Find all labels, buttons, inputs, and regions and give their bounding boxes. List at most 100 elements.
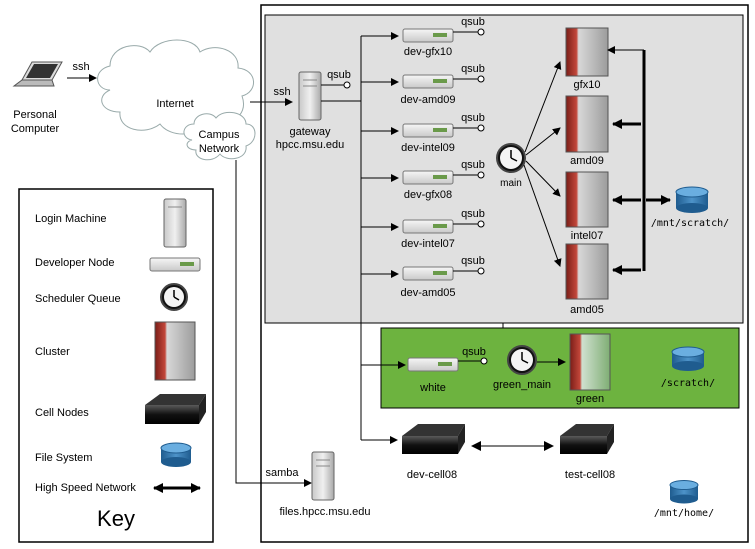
campus-label-2: Network: [199, 143, 240, 155]
cluster-intel07-label: intel07: [571, 230, 603, 242]
cluster-gfx10: gfx10: [565, 27, 609, 91]
cluster-icon: [565, 27, 609, 77]
key-label-cell-nodes: Cell Nodes: [35, 407, 89, 419]
dev-intel09-qsub-port: [477, 124, 485, 132]
dev-node-intel09: qsub dev-intel09: [401, 112, 485, 154]
key-cell-node-icon: [145, 394, 206, 424]
test-cell08-label: test-cell08: [565, 469, 615, 481]
developer-node-led: [433, 175, 447, 179]
personal-computer-label-1: Personal: [13, 109, 56, 121]
mnt-home-label: /mnt/home/: [654, 508, 714, 519]
dev-intel07-qsub-port: [477, 220, 485, 228]
dev-intel07-qsub-label: qsub: [461, 208, 485, 220]
developer-node-led: [433, 33, 447, 37]
internet-label: Internet: [156, 98, 193, 110]
gateway-host: hpcc.msu.edu: [276, 139, 344, 151]
dev-node-gfx08: qsub dev-gfx08: [402, 159, 485, 201]
ssh-personal-label: ssh: [72, 61, 89, 73]
dev-intel07-label: dev-intel07: [401, 238, 455, 250]
main-to-amd09: [525, 127, 561, 156]
developer-node-icon: [407, 357, 459, 372]
dev-gfx08-qsub-label: qsub: [461, 159, 485, 171]
developer-node-icon: [402, 219, 454, 234]
green-scratch-label: /scratch/: [661, 378, 715, 389]
key-title: Key: [97, 506, 135, 531]
cluster-gfx10-label: gfx10: [574, 79, 601, 91]
green-cluster: green: [569, 333, 611, 405]
key-label-scheduler-queue: Scheduler Queue: [35, 293, 121, 305]
key-label-developer-node: Developer Node: [35, 257, 115, 269]
key-label-login-machine: Login Machine: [35, 213, 107, 225]
personal-computer-label-2: Computer: [11, 123, 60, 135]
white-qsub-port: [480, 357, 488, 365]
dev-node-intel07: qsub dev-intel07: [401, 208, 485, 250]
dev-cell08-label: dev-cell08: [407, 469, 457, 481]
laptop-icon: [12, 61, 63, 87]
ssh-gateway-label: ssh: [273, 86, 290, 98]
dev-amd05-qsub-port: [477, 267, 485, 275]
main-scheduler-label: main: [500, 178, 522, 189]
developer-node-icon: [402, 266, 454, 281]
green-main-clock-icon: [507, 345, 537, 375]
files-host-label: files.hpcc.msu.edu: [279, 506, 370, 518]
files-server-tower-icon: [311, 451, 335, 501]
white-dev-node: [407, 357, 459, 372]
developer-node-led: [433, 79, 447, 83]
key-login-machine-icon: [163, 198, 187, 248]
developer-node-led: [433, 271, 447, 275]
developer-node-led: [438, 362, 452, 366]
dev-gfx08-label: dev-gfx08: [404, 189, 452, 201]
scratch-disk-icon: [675, 186, 709, 213]
developer-node-icon: [402, 123, 454, 138]
campus-network-cloud: [183, 111, 256, 161]
dev-intel09-qsub-label: qsub: [461, 112, 485, 124]
cluster-amd05: amd05: [565, 243, 609, 316]
cluster-amd09: amd09: [565, 95, 609, 167]
gateway-qsub-label: qsub: [327, 69, 351, 81]
gateway-tower-icon: [298, 71, 322, 121]
key-label-cluster: Cluster: [35, 346, 70, 358]
key-label-high-speed-network: High Speed Network: [35, 482, 136, 494]
dev-gfx10-label: dev-gfx10: [404, 46, 452, 58]
dev-node-amd05: qsub dev-amd05: [400, 255, 484, 299]
samba-label: samba: [265, 467, 299, 479]
home-disk-icon: [669, 480, 699, 504]
main-to-intel07: [525, 160, 561, 197]
key-cluster-icon: [154, 321, 196, 381]
mnt-scratch-label: /mnt/scratch/: [651, 218, 729, 229]
main-to-gfx10: [524, 61, 562, 153]
white-qsub-label: qsub: [462, 346, 486, 358]
key-developer-node-icon: [149, 257, 201, 272]
samba-link: [235, 160, 312, 487]
green-scratch-disk-icon: [671, 346, 705, 371]
dev-amd05-qsub-label: qsub: [461, 255, 485, 267]
dev-node-gfx10: qsub dev-gfx10: [402, 16, 485, 58]
green-cluster-label: green: [576, 393, 604, 405]
dev-cell08-icon: [402, 424, 465, 454]
dev-gfx10-qsub-label: qsub: [461, 16, 485, 28]
dev-amd09-qsub-port: [477, 75, 485, 83]
test-cell08-icon: [560, 424, 614, 454]
gateway-qsub-port: [343, 81, 351, 89]
dev-amd05-label: dev-amd05: [400, 287, 455, 299]
dev-amd09-qsub-label: qsub: [461, 63, 485, 75]
main-scheduler-clock-icon: [496, 143, 526, 173]
dev-amd09-label: dev-amd09: [400, 94, 455, 106]
dev-node-amd09: qsub dev-amd09: [400, 63, 484, 106]
campus-label-1: Campus: [199, 129, 240, 141]
cluster-amd09-label: amd09: [570, 155, 604, 167]
developer-node-icon: [402, 74, 454, 89]
cluster-icon: [565, 95, 609, 153]
dev-gfx08-qsub-port: [477, 171, 485, 179]
developer-node-led: [433, 224, 447, 228]
key-scheduler-clock-icon: [160, 283, 188, 311]
cluster-icon: [565, 243, 609, 300]
dev-intel09-label: dev-intel09: [401, 142, 455, 154]
main-to-amd05: [523, 164, 562, 267]
developer-node-icon: [402, 28, 454, 43]
white-label: white: [419, 382, 446, 394]
developer-node-icon: [402, 170, 454, 185]
developer-node-led: [433, 128, 447, 132]
gateway-name: gateway: [290, 126, 331, 138]
